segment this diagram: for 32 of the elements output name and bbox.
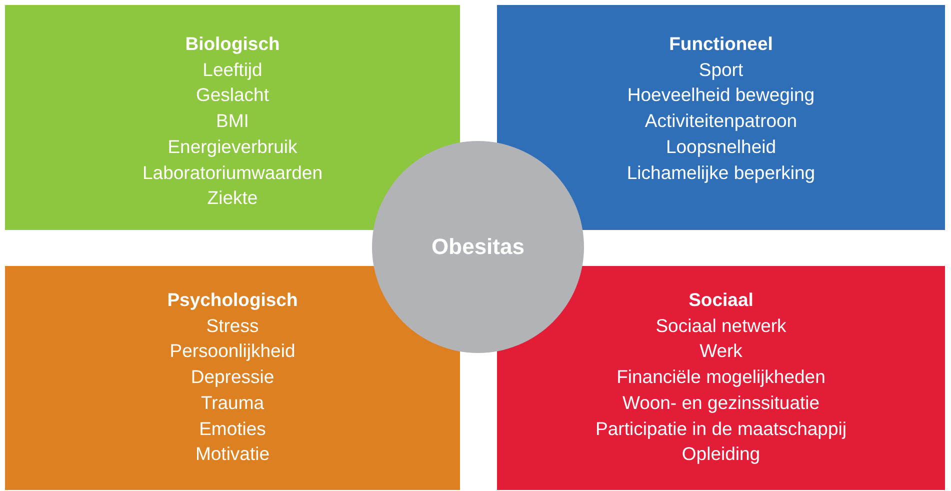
factor-text: Financiële mogelijkheden bbox=[616, 365, 826, 390]
category-heading: Functioneel bbox=[669, 32, 773, 56]
factor-text: Woon- en gezinssituatie bbox=[622, 390, 820, 415]
category-panel bbox=[497, 266, 945, 490]
category-panel bbox=[5, 5, 460, 230]
factor-text: Emoties bbox=[199, 416, 266, 441]
category-heading: Sociaal bbox=[688, 288, 754, 312]
factor-text: Opleiding bbox=[682, 442, 760, 466]
category-panel bbox=[497, 5, 945, 230]
category-heading: Biologisch bbox=[185, 32, 280, 56]
factor-text: Trauma bbox=[200, 390, 264, 415]
factor-text: Energieverbruik bbox=[168, 134, 298, 159]
factor-text: Laboratoriumwaarden bbox=[142, 160, 322, 185]
factor-text: Motivatie bbox=[195, 442, 270, 466]
factor-text: Geslacht bbox=[196, 83, 269, 108]
factor-text: Activiteitenpatroon bbox=[644, 109, 798, 134]
factor-text: BMI bbox=[216, 109, 249, 134]
factor-text: Leeftijd bbox=[202, 58, 262, 82]
factor-text: Persoonlijkheid bbox=[170, 339, 296, 364]
factor-text: Werk bbox=[700, 339, 742, 364]
factor-text: Hoeveelheid beweging bbox=[627, 83, 815, 108]
center-label: Obesitas bbox=[432, 234, 524, 260]
factor-text: Ziekte bbox=[207, 186, 258, 210]
factor-text: Lichamelijke beperking bbox=[626, 160, 816, 185]
factor-text: Participatie in de maatschappij bbox=[596, 416, 846, 441]
factor-text: Stress bbox=[206, 314, 259, 338]
category-heading: Psychologisch bbox=[167, 288, 298, 312]
category-panel bbox=[5, 266, 460, 490]
factor-text: Sport bbox=[698, 58, 744, 82]
factor-text: Sociaal netwerk bbox=[656, 314, 786, 338]
factor-text: Depressie bbox=[190, 365, 274, 390]
factor-text: Loopsnelheid bbox=[666, 134, 776, 159]
